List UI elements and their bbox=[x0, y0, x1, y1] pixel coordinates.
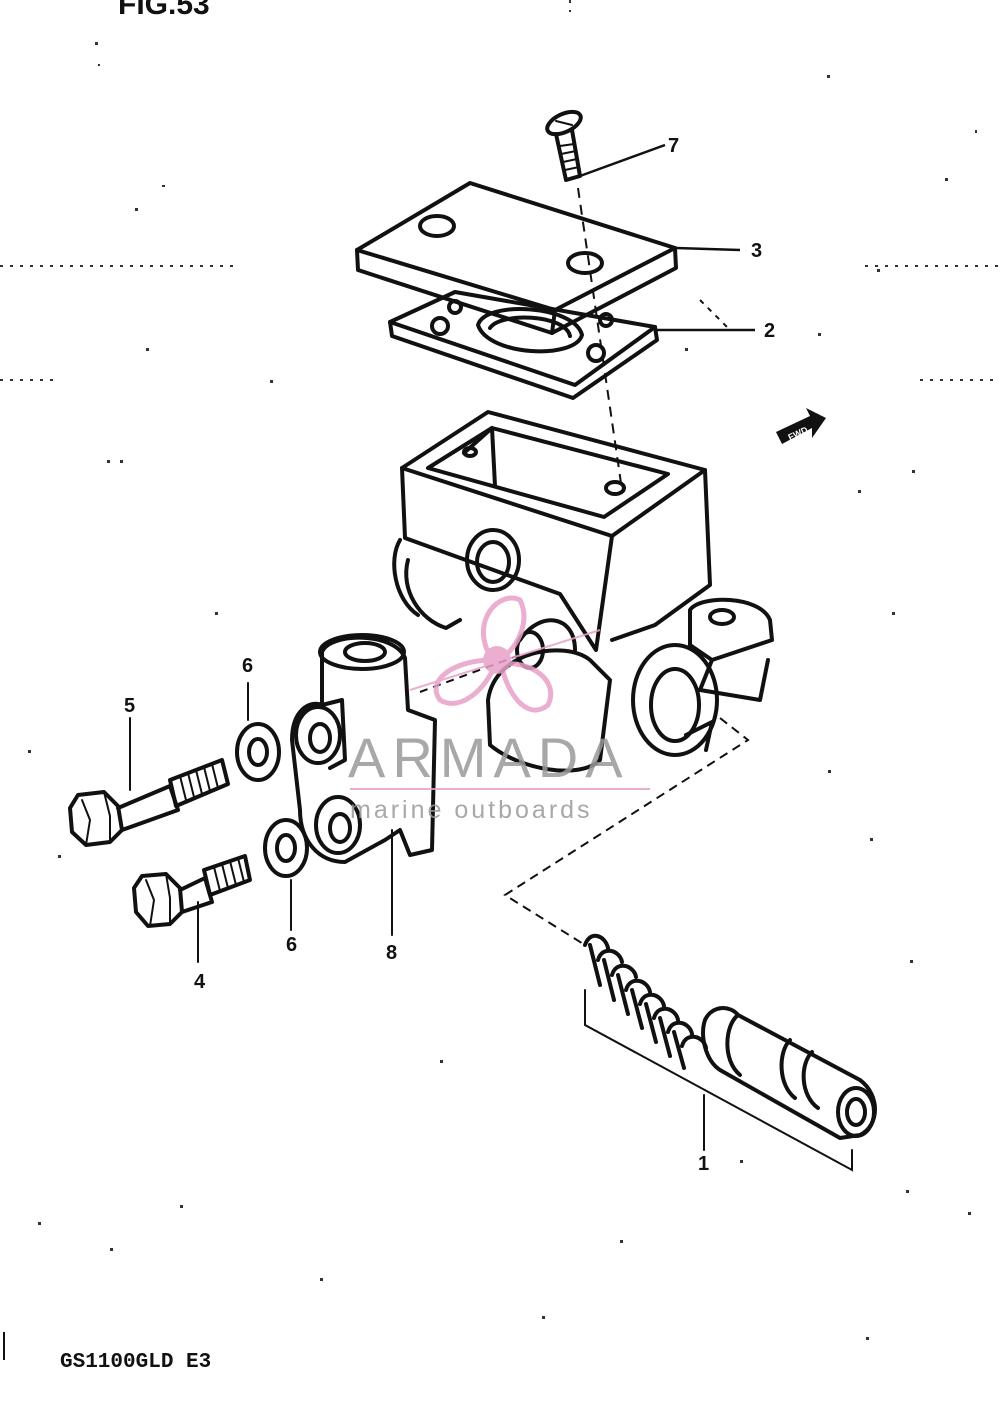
watermark-logo-icon bbox=[409, 595, 601, 713]
direction-arrow-icon: FWD bbox=[776, 408, 826, 444]
callout-4: 4 bbox=[194, 971, 206, 993]
bolt-lower bbox=[132, 854, 252, 963]
scan-lines bbox=[0, 0, 1000, 381]
callout-6-upper: 6 bbox=[242, 655, 253, 677]
model-code: GS1100GLD E3 bbox=[60, 1351, 211, 1374]
callout-5: 5 bbox=[124, 695, 135, 717]
piston-spring-set bbox=[583, 933, 877, 1172]
scan-noise bbox=[28, 42, 977, 1340]
watermark: ARMADA marine outboards bbox=[348, 595, 650, 824]
diaphragm bbox=[388, 290, 659, 400]
callout-6-lower: 6 bbox=[286, 934, 297, 956]
watermark-brand: ARMADA bbox=[348, 726, 630, 789]
figure-title: FIG.53 bbox=[118, 0, 210, 21]
master-cylinder-body bbox=[392, 410, 774, 773]
reservoir-cap bbox=[355, 181, 678, 335]
bolt-upper bbox=[68, 717, 230, 847]
clamp-holder bbox=[290, 633, 437, 936]
watermark-tagline: marine outboards bbox=[350, 796, 593, 824]
screw bbox=[545, 109, 583, 182]
callout-2: 2 bbox=[764, 320, 775, 342]
washer-upper bbox=[235, 682, 281, 782]
callout-8: 8 bbox=[386, 942, 397, 964]
callout-7: 7 bbox=[668, 135, 679, 157]
washer-lower bbox=[263, 818, 309, 931]
callout-1: 1 bbox=[698, 1153, 709, 1175]
callout-3: 3 bbox=[751, 240, 762, 262]
